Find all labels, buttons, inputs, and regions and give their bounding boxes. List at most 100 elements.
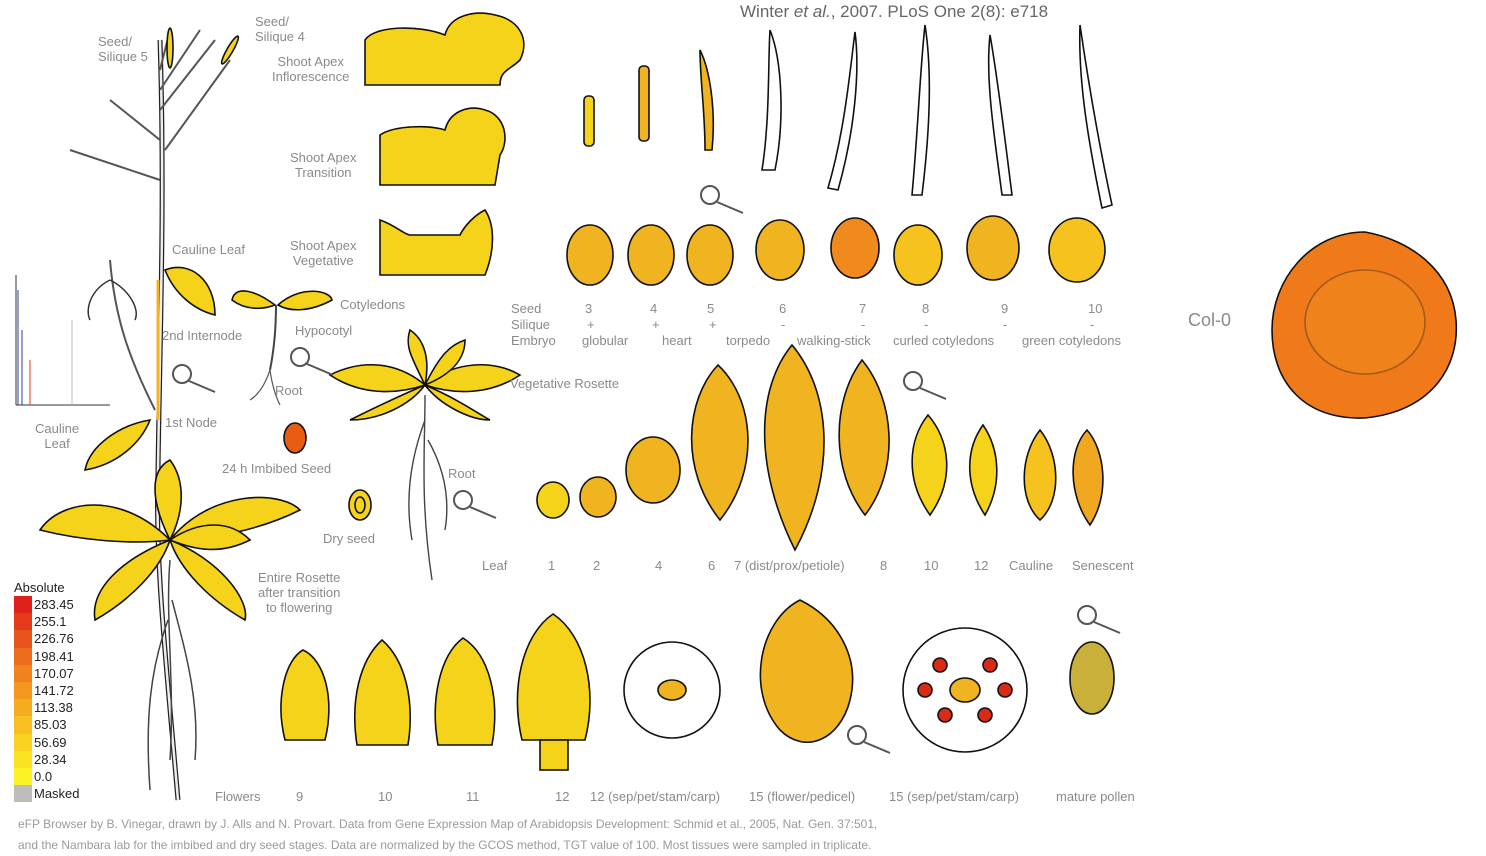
label-dry-seed: Dry seed	[323, 531, 375, 546]
leaf-label-12: 12	[974, 558, 988, 573]
legend-swatch	[14, 630, 32, 647]
legend-swatch	[14, 734, 32, 751]
flower-label-9: 9	[296, 789, 303, 804]
mature-pollen	[1070, 642, 1114, 714]
legend-swatch	[14, 648, 32, 665]
legend-row: 198.41	[14, 648, 80, 665]
silique-header: Silique	[511, 317, 550, 332]
flower-label-12: 12	[555, 789, 569, 804]
legend-swatch	[14, 665, 32, 682]
silique-mark-4: +	[652, 317, 660, 332]
legend-value: 255.1	[34, 614, 67, 629]
embryo-walking-stick: walking-stick	[797, 333, 871, 348]
label-root-rosette: Root	[448, 466, 475, 481]
seed-stage-6: 6	[779, 301, 786, 316]
embryo-curled-cotyledons: curled cotyledons	[893, 333, 994, 348]
leaf-8	[839, 360, 889, 515]
cauline-leaf-left	[85, 420, 150, 470]
flower-15-pedicel	[760, 600, 852, 742]
leaf-cauline	[1024, 430, 1056, 520]
label-vegetative-rosette: Vegetative Rosette	[510, 376, 619, 391]
legend-row: 0.0	[14, 768, 80, 785]
embryo-globular: globular	[582, 333, 628, 348]
legend-row: 170.07	[14, 665, 80, 682]
label-2nd-internode: 2nd Internode	[162, 328, 242, 343]
leaf-label-6: 6	[708, 558, 715, 573]
leaf-header: Leaf	[482, 558, 507, 573]
legend-value: 0.0	[34, 769, 52, 784]
legend-value: 85.03	[34, 717, 67, 732]
legend-swatch	[14, 613, 32, 630]
label-shoot-apex-vegetative: Shoot Apex Vegetative	[290, 238, 357, 268]
legend-swatch	[14, 716, 32, 733]
shoot-apex-transition	[380, 108, 505, 185]
legend-value: 113.38	[34, 700, 73, 715]
label-cotyledons: Cotyledons	[340, 297, 405, 312]
cotyledon-left	[232, 291, 275, 308]
silique-mark-3: +	[587, 317, 595, 332]
silique-mark-9: -	[1003, 317, 1007, 332]
label-cauline-leaf-top: Cauline Leaf	[172, 242, 245, 257]
leaf-label-10: 10	[924, 558, 938, 573]
legend-value: 56.69	[34, 735, 67, 750]
shoot-apex-vegetative	[380, 210, 493, 275]
histogram-inset	[16, 275, 110, 405]
leaf-label-senescent: Senescent	[1072, 558, 1133, 573]
flowers-header: Flowers	[215, 789, 261, 804]
leaf-7	[765, 345, 824, 550]
seed-stage-4: 4	[650, 301, 657, 316]
legend-row: Masked	[14, 785, 80, 802]
flower-label-11: 11	[466, 789, 480, 804]
label-shoot-apex-transition: Shoot Apex Transition	[290, 150, 357, 180]
label-entire-rosette: Entire Rosette after transition to flowe…	[258, 570, 340, 615]
seed-stage-3: 3	[585, 301, 592, 316]
legend-title: Absolute	[14, 580, 80, 595]
footer-line-2: and the Nambara lab for the imbibed and …	[18, 838, 871, 852]
label-cauline-leaf-left: Cauline Leaf	[35, 421, 79, 451]
imbibed-seed	[284, 423, 306, 453]
legend-row: 141.72	[14, 682, 80, 699]
silique-5	[167, 28, 173, 68]
legend-value: 283.45	[34, 597, 74, 612]
leaf-label-7: 7 (dist/prox/petiole)	[734, 558, 845, 573]
flower-11	[435, 638, 494, 745]
embryo-green-cotyledons: green cotyledons	[1022, 333, 1121, 348]
leaf-label-2: 2	[593, 558, 600, 573]
flower-label-15-pedicel: 15 (flower/pedicel)	[749, 789, 855, 804]
leaf-4	[626, 437, 680, 503]
flower-label-15-parts: 15 (sep/pet/stam/carp)	[889, 789, 1019, 804]
flower-10	[355, 640, 410, 745]
silique-mark-8: -	[924, 317, 928, 332]
leaf-senescent	[1073, 430, 1103, 525]
seed-stage-10: 10	[1088, 301, 1102, 316]
silique-mark-7: -	[861, 317, 865, 332]
seed-stage-5: 5	[707, 301, 714, 316]
label-imbibed-seed: 24 h Imbibed Seed	[222, 461, 331, 476]
embryo-header: Embryo	[511, 333, 556, 348]
leaf-10	[912, 415, 947, 515]
legend-swatch	[14, 768, 32, 785]
legend-row: 85.03	[14, 716, 80, 733]
legend-row: 255.1	[14, 613, 80, 630]
legend-row: 226.76	[14, 630, 80, 647]
legend-value: 226.76	[34, 631, 74, 646]
flower-label-12-parts: 12 (sep/pet/stam/carp)	[590, 789, 720, 804]
seed-stage-7: 7	[859, 301, 866, 316]
leaf-label-4: 4	[655, 558, 662, 573]
legend-value: 28.34	[34, 752, 67, 767]
label-root-seedling: Root	[275, 383, 302, 398]
leaf-label-8: 8	[880, 558, 887, 573]
label-shoot-apex-inflorescence: Shoot Apex Inflorescence	[272, 54, 349, 84]
silique-mark-6: -	[781, 317, 785, 332]
leaf-12	[970, 425, 997, 515]
silique-mark-5: +	[709, 317, 717, 332]
cauline-leaf-top	[165, 267, 215, 315]
embryo-torpedo: torpedo	[726, 333, 770, 348]
legend-swatch	[14, 751, 32, 768]
legend-row: 113.38	[14, 699, 80, 716]
hypocotyl	[270, 305, 276, 370]
legend-swatch	[14, 785, 32, 802]
footer-line-1: eFP Browser by B. Vinegar, drawn by J. A…	[18, 817, 877, 831]
flower-label-10: 10	[378, 789, 392, 804]
